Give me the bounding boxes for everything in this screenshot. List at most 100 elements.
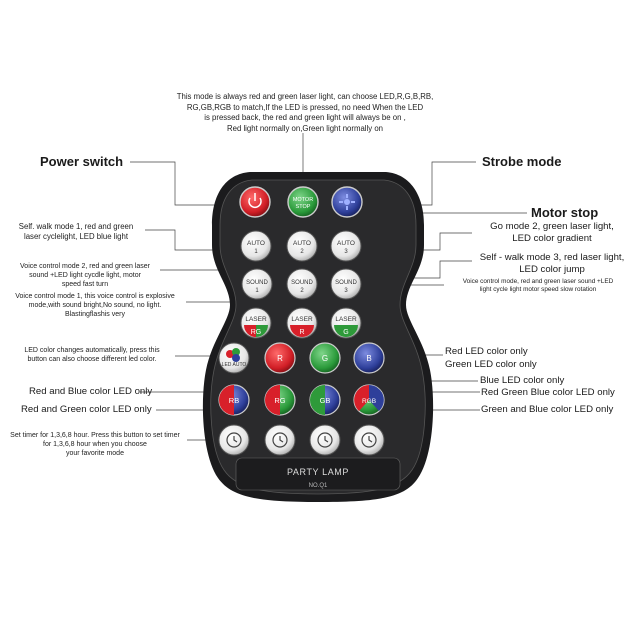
gb-led-button[interactable]: GB xyxy=(309,384,341,416)
laser-rg-green-half xyxy=(256,325,268,337)
timer-button-3[interactable] xyxy=(309,424,341,456)
auto-1-num: 1 xyxy=(254,249,258,255)
auto-3-text: AUTO xyxy=(337,240,355,247)
voice-mode-1-line: Blastingflashis very xyxy=(65,310,125,318)
sound-2-button[interactable]: SOUND 2 xyxy=(286,268,318,300)
motor-stop-label: Motor stop xyxy=(531,205,599,220)
timer-button-4[interactable] xyxy=(353,424,385,456)
rg-led-text: RG xyxy=(274,396,285,405)
sound-3-text: SOUND xyxy=(335,280,357,286)
led-auto-green-dot xyxy=(232,348,240,356)
laser-r-text: LASER xyxy=(291,316,313,323)
clock-icon xyxy=(272,432,288,448)
voice-mode-1-label: Voice control mode 1, this voice control… xyxy=(4,293,186,319)
led-auto-button[interactable]: LED AUTO xyxy=(218,342,250,374)
timer-line: for 1,3,6,8 hour when you choose xyxy=(43,440,147,448)
rb-red-half xyxy=(219,385,234,415)
clock-icon xyxy=(226,432,242,448)
go-mode-2-line: Go mode 2, green laser light, xyxy=(490,221,614,232)
strobe-button[interactable] xyxy=(331,186,363,218)
sound-3-button[interactable]: SOUND 3 xyxy=(330,268,362,300)
led-auto-label: LED color changes automatically, press t… xyxy=(6,347,178,365)
rgb-led-text: RGB xyxy=(362,398,376,405)
voice-mode-1-line: Voice control mode 1, this voice control… xyxy=(15,293,175,300)
self-walk-3-label: Self - walk mode 3, red laser light, LED… xyxy=(468,252,636,275)
clock-icon xyxy=(361,432,377,448)
laser-rg-sub: RG xyxy=(251,329,262,336)
voice-mode-2-label: Voice control mode 2, red and green lase… xyxy=(10,263,160,289)
motor-stop-button[interactable]: MOTOR STOP xyxy=(287,186,319,218)
sound-2-num: 2 xyxy=(300,288,304,294)
auto-3-button[interactable]: AUTO 3 xyxy=(330,230,362,262)
green-led-label: Green LED color only xyxy=(445,359,537,370)
motor-stop-text: MOTOR xyxy=(293,197,313,203)
voice-mode-right-label: Voice control mode, red and green laser … xyxy=(442,278,634,295)
sound-1-button[interactable]: SOUND 1 xyxy=(241,268,273,300)
timer-line: your favorite mode xyxy=(66,449,124,457)
laser-g-button[interactable]: LASER G xyxy=(330,307,362,339)
top-note-line: is pressed back, the red and green light… xyxy=(204,113,406,122)
rgb-red-third xyxy=(354,385,369,411)
model-number: NO.Q1 xyxy=(309,483,328,489)
top-note-line: RG,GB,RGB to match,If the LED is pressed… xyxy=(186,102,424,112)
sound-1-text: SOUND xyxy=(246,280,268,286)
self-walk-1-label: Self. walk mode 1, red and green laser c… xyxy=(6,222,146,242)
laser-rg-button[interactable]: LASER RG xyxy=(240,307,272,339)
red-led-label: Red LED color only xyxy=(445,346,528,357)
led-auto-text: LED AUTO xyxy=(222,362,247,368)
led-auto-line: button can also choose different led col… xyxy=(27,355,157,363)
self-walk-3-line: Self - walk mode 3, red laser light, xyxy=(479,252,625,263)
rgb-led-button[interactable]: RGB xyxy=(353,384,385,416)
power-button[interactable] xyxy=(239,186,271,218)
motor-stop-text: STOP xyxy=(296,204,311,210)
self-walk-1-line: laser cyclelight, LED blue light xyxy=(23,232,128,241)
red-led-button[interactable]: R xyxy=(264,342,296,374)
top-note-line: Red light normally on,Green light normal… xyxy=(226,123,383,133)
laser-g-green-half xyxy=(334,325,358,337)
auto-3-num: 3 xyxy=(344,249,348,255)
green-led-text: G xyxy=(322,354,328,363)
laser-r-button[interactable]: LASER R xyxy=(286,307,318,339)
self-walk-1-line: Self. walk mode 1, red and green xyxy=(18,222,134,231)
sound-3-num: 3 xyxy=(344,288,348,294)
sound-1-num: 1 xyxy=(255,288,259,294)
sound-2-text: SOUND xyxy=(291,280,313,286)
green-led-button[interactable]: G xyxy=(309,342,341,374)
gb-led-text: GB xyxy=(320,396,331,405)
voice-mode-2-line: speed fast turn xyxy=(61,280,109,288)
rg-led-label: Red and Green color LED only xyxy=(21,404,152,415)
timer-button-2[interactable] xyxy=(264,424,296,456)
go-mode-2-label: Go mode 2, green laser light, LED color … xyxy=(472,221,632,244)
rgb-blue-third xyxy=(369,385,384,411)
voice-mode-1-line: mode,with sound bright,No sound, no ligh… xyxy=(28,301,162,309)
red-blue-led-label: Red and Blue color LED only xyxy=(29,386,153,397)
rg-led-button[interactable]: RG xyxy=(264,384,296,416)
red-led-text: R xyxy=(277,354,283,363)
laser-rg-text: LASER xyxy=(245,316,267,323)
go-mode-2-line: LED color gradient xyxy=(512,232,592,244)
led-auto-blue-dot xyxy=(232,354,240,362)
auto-2-button[interactable]: AUTO 2 xyxy=(286,230,318,262)
strobe-mode-label: Strobe mode xyxy=(482,154,562,169)
rb-led-button[interactable]: RB xyxy=(218,384,250,416)
brand-name: PARTY LAMP xyxy=(287,467,349,477)
laser-r-sub: R xyxy=(299,329,304,336)
blue-led-text: B xyxy=(366,354,371,363)
laser-g-sub: G xyxy=(343,329,348,336)
timer-line: Set timer for 1,3,6,8 hour. Press this b… xyxy=(10,432,180,439)
auto-1-text: AUTO xyxy=(247,240,265,247)
rb-led-text: RB xyxy=(229,396,239,405)
timer-button-1[interactable] xyxy=(218,424,250,456)
timer-label: Set timer for 1,3,6,8 hour. Press this b… xyxy=(2,432,188,458)
blue-led-button[interactable]: B xyxy=(353,342,385,374)
top-note: This mode is always red and green laser … xyxy=(120,92,490,134)
voice-mode-2-line: Voice control mode 2, red and green lase… xyxy=(20,263,150,270)
led-auto-line: LED color changes automatically, press t… xyxy=(24,347,160,354)
gb-green-half xyxy=(310,385,325,415)
auto-2-text: AUTO xyxy=(293,240,311,247)
power-icon xyxy=(248,193,262,208)
power-switch-label: Power switch xyxy=(40,154,124,169)
rgb-led-label: Red Green Blue color LED only xyxy=(481,387,615,398)
auto-1-button[interactable]: AUTO 1 xyxy=(240,230,272,262)
